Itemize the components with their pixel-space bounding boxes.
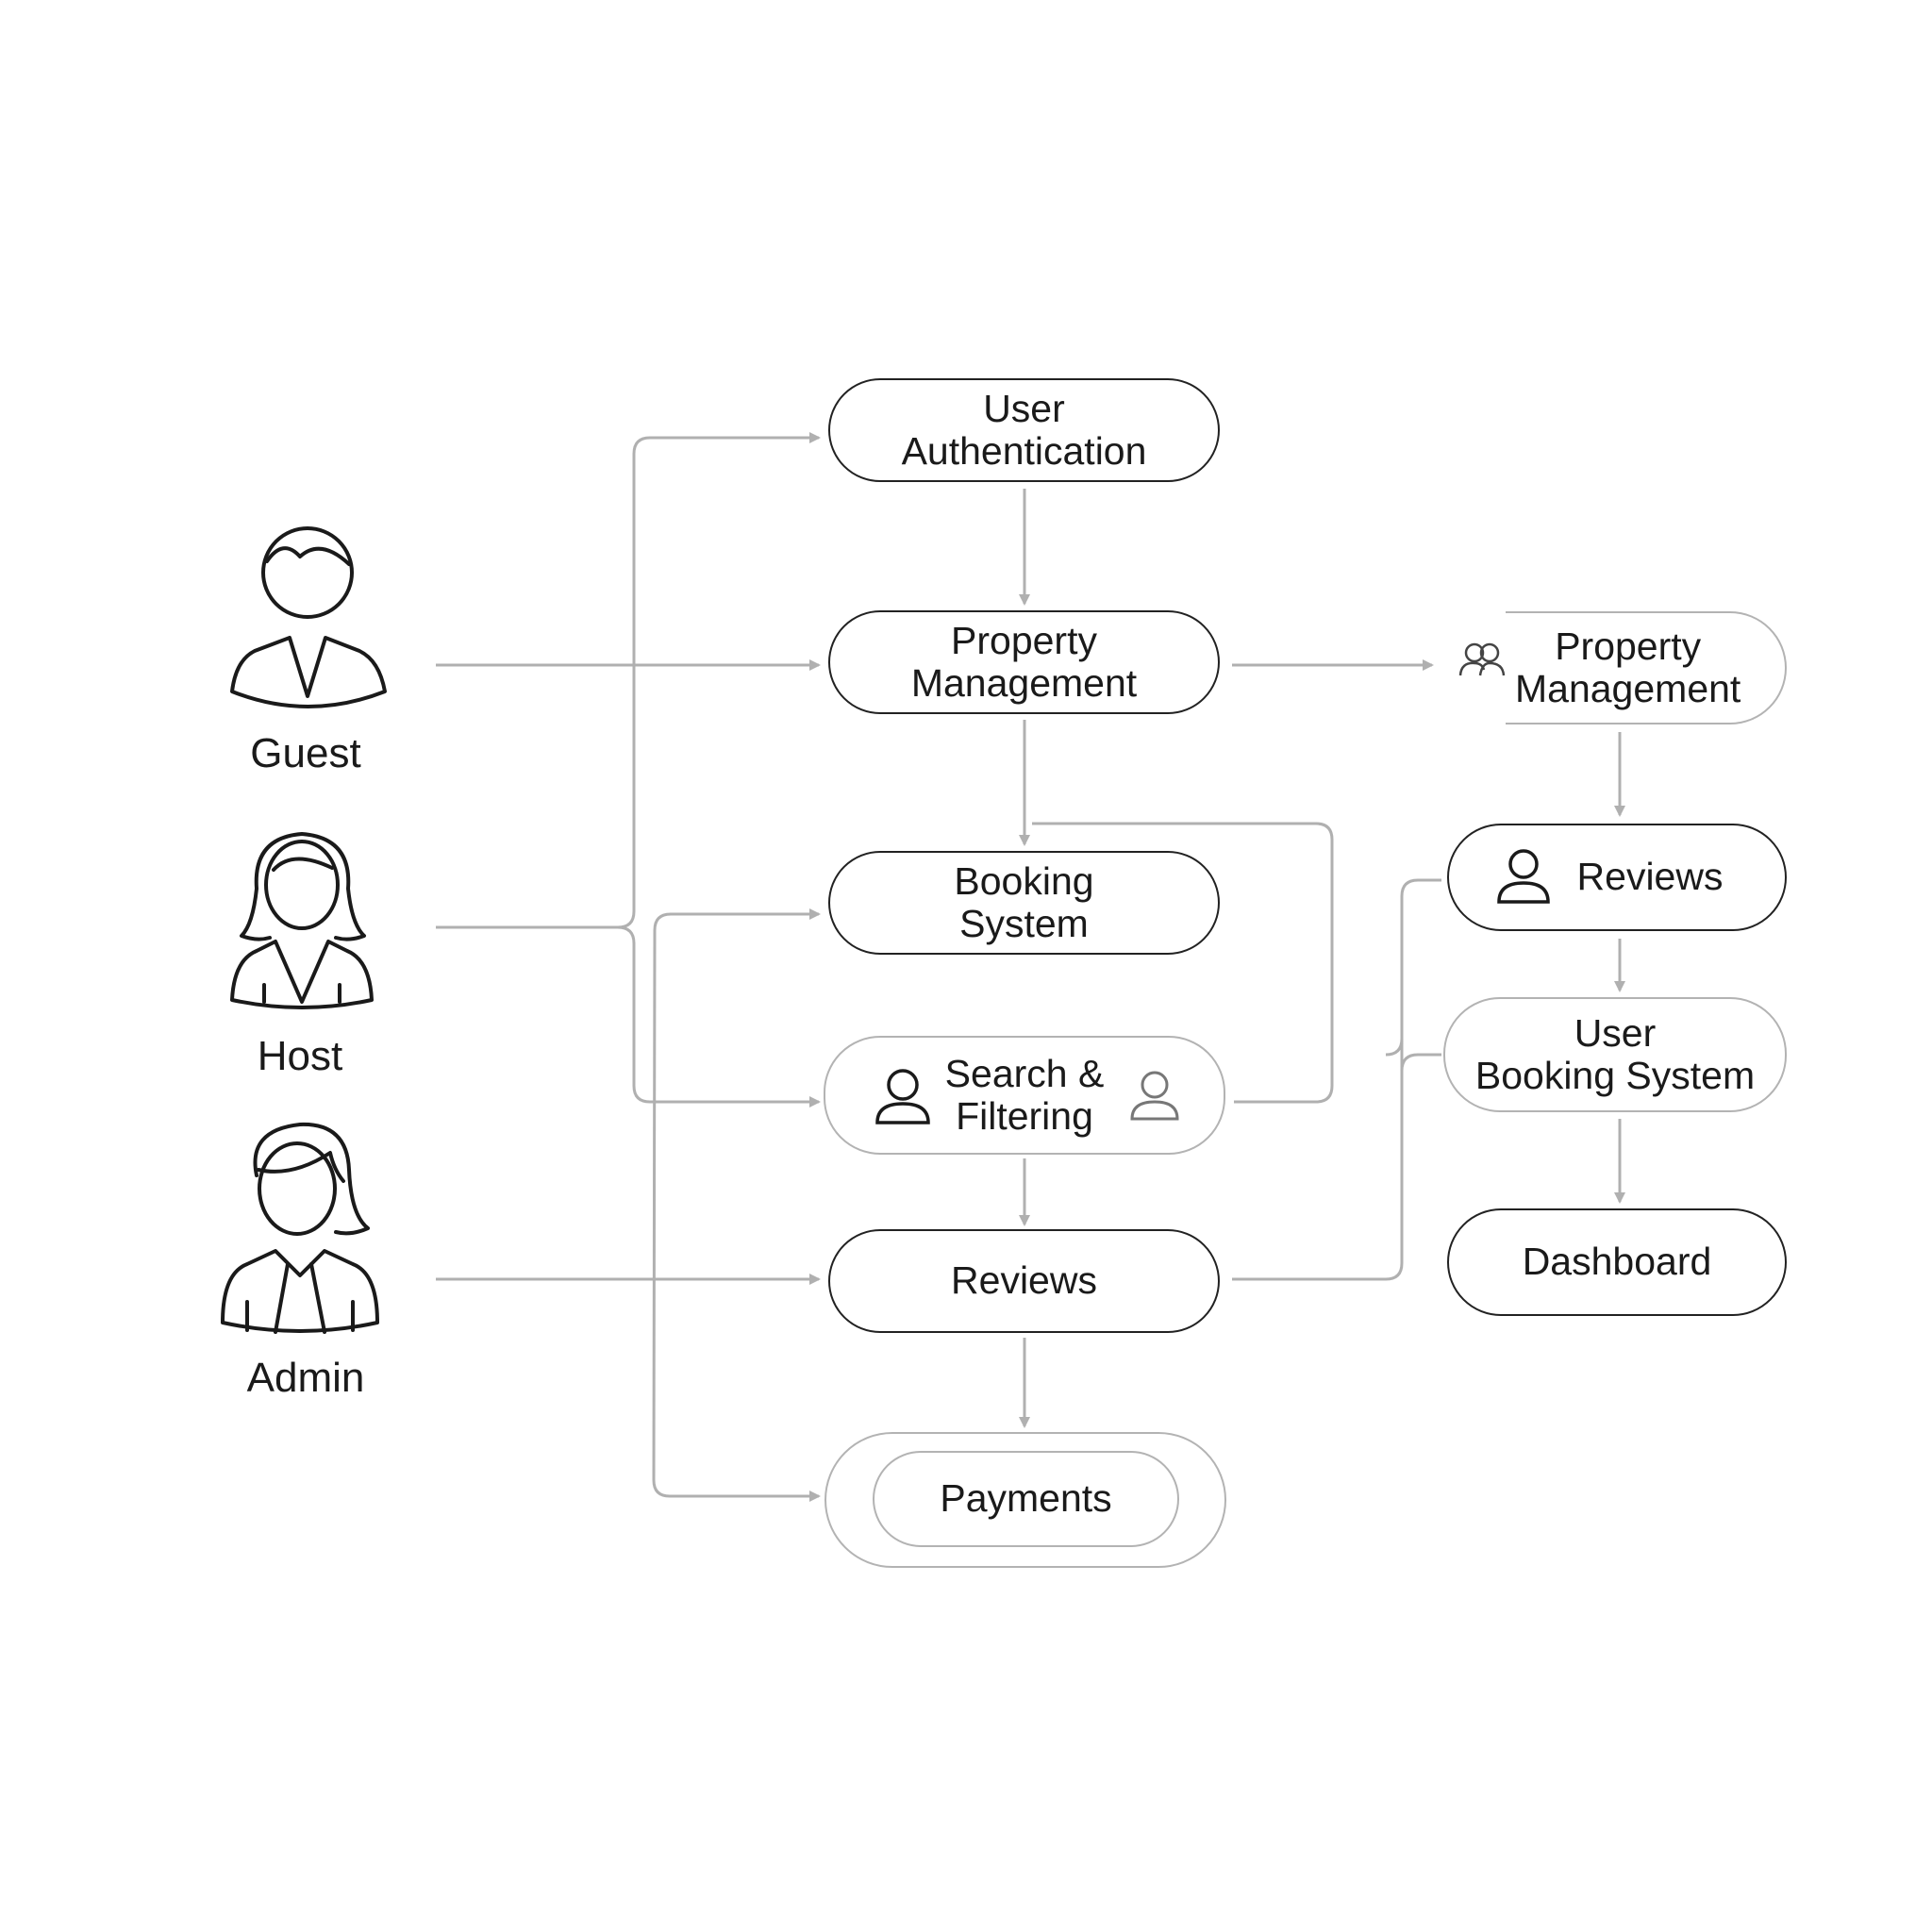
node-user-booking-system-line1: User bbox=[1574, 1010, 1657, 1055]
connector-bracket-reviews bbox=[1385, 878, 1441, 1057]
user-icon-outline bbox=[1130, 1071, 1179, 1121]
node-reviews-right[interactable]: Reviews bbox=[1447, 824, 1787, 931]
node-user-authentication-line1: User bbox=[983, 386, 1065, 430]
node-reviews-right-label: Reviews bbox=[1576, 855, 1724, 899]
user-icon-reviews bbox=[1497, 849, 1550, 904]
connector-booking-payments bbox=[652, 912, 821, 1502]
node-property-management-line1: Property bbox=[951, 618, 1097, 662]
node-property-management-right-line2: Management bbox=[1515, 667, 1741, 710]
node-booking-system-line2: System bbox=[959, 902, 1089, 945]
node-property-management[interactable]: Property Management bbox=[828, 610, 1220, 714]
node-user-booking-system-line2: Booking System bbox=[1474, 1054, 1756, 1097]
node-property-management-right-line1: Property bbox=[1555, 624, 1702, 668]
node-booking-system-line1: Booking bbox=[954, 858, 1094, 903]
node-search-filtering-line2: Filtering bbox=[956, 1094, 1093, 1138]
node-property-management-line2: Management bbox=[910, 661, 1138, 705]
connector-host-search bbox=[617, 925, 821, 1108]
connector-bracket-userbooking bbox=[1400, 1053, 1441, 1072]
node-property-management-right[interactable]: Property Management bbox=[1506, 611, 1787, 724]
connector-host-auth bbox=[436, 432, 821, 929]
actor-label-guest: Guest bbox=[250, 730, 361, 776]
node-user-authentication[interactable]: User Authentication bbox=[828, 378, 1220, 482]
connector-reviews-right bbox=[1232, 896, 1404, 1281]
host-avatar-icon bbox=[230, 832, 374, 1009]
node-payments[interactable]: Payments bbox=[873, 1451, 1179, 1547]
guest-avatar-icon bbox=[230, 526, 387, 708]
node-dashboard-label: Dashboard bbox=[1522, 1240, 1712, 1284]
node-dashboard[interactable]: Dashboard bbox=[1447, 1208, 1787, 1316]
node-search-filtering-line1: Search & bbox=[944, 1051, 1105, 1095]
node-booking-system[interactable]: Booking System bbox=[828, 851, 1220, 955]
actor-label-host: Host bbox=[257, 1033, 343, 1079]
node-reviews-label: Reviews bbox=[951, 1258, 1097, 1303]
node-user-booking-system[interactable]: User Booking System bbox=[1443, 997, 1787, 1112]
admin-avatar-icon bbox=[221, 1122, 379, 1334]
node-search-filtering[interactable]: Search & Filtering bbox=[824, 1036, 1225, 1155]
actor-label-admin: Admin bbox=[246, 1355, 365, 1401]
node-reviews[interactable]: Reviews bbox=[828, 1229, 1220, 1333]
node-payments-label: Payments bbox=[940, 1476, 1112, 1521]
group-users-icon bbox=[1458, 642, 1506, 676]
connector-search-loop bbox=[1032, 822, 1334, 1104]
node-user-authentication-line2: Authentication bbox=[901, 429, 1147, 473]
user-icon bbox=[875, 1069, 930, 1124]
